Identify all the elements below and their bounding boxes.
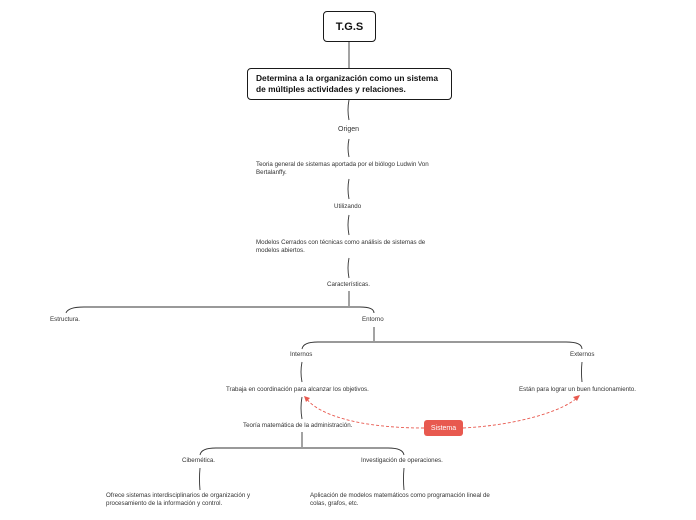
connector-main-origen	[347, 99, 350, 121]
node-internos[interactable]: Internos	[290, 351, 313, 358]
connector-origen-teoria	[347, 138, 350, 158]
node-cibernetica[interactable]: Cibernética.	[182, 457, 216, 464]
node-utilizando[interactable]: Utilizando	[334, 203, 362, 210]
connector-caracteristicas-branch	[65, 306, 375, 314]
node-caracteristicas[interactable]: Características.	[327, 281, 370, 288]
connector-investigacion-aplicacion	[403, 467, 405, 491]
connector-trabaja-teoria	[300, 396, 303, 420]
node-entorno[interactable]: Entorno	[362, 316, 384, 323]
relationship-curve-right	[462, 396, 579, 429]
root-topic-label: T.G.S	[335, 20, 364, 33]
connector-teoria-branch	[199, 447, 405, 456]
relationship-curve-left	[305, 397, 425, 429]
node-teoria-matematica[interactable]: Teoría matemática de la administración.	[243, 422, 353, 429]
node-modelos-cerrados[interactable]: Modelos Cerrados con técnicas como análi…	[256, 239, 426, 255]
relationship-badge-sistema[interactable]: Sistema	[424, 420, 463, 436]
root-topic[interactable]: T.G.S	[323, 11, 376, 42]
node-trabaja[interactable]: Trabaja en coordinación para alcanzar lo…	[226, 386, 369, 393]
connector-entorno-branch	[301, 341, 583, 350]
relationship-label: Sistema	[430, 424, 457, 432]
connector-externos-estan	[581, 361, 583, 383]
connector-utilizando-modelos	[347, 214, 350, 236]
node-investigacion[interactable]: Investigación de operaciones.	[361, 457, 443, 464]
node-ofrece[interactable]: Ofrece sistemas interdisciplinarios de o…	[106, 492, 251, 508]
main-topic[interactable]: Determina a la organización como un sist…	[247, 68, 452, 100]
connector-modelos-caracteristicas	[347, 257, 350, 279]
node-origen[interactable]: Origen	[338, 126, 360, 133]
node-estan[interactable]: Están para lograr un buen funcionamiento…	[519, 386, 636, 393]
relationship-arrow-left	[304, 396, 310, 402]
connector-internos-trabaja	[300, 361, 303, 383]
main-topic-label: Determina a la organización como un sist…	[256, 73, 438, 94]
node-aplicacion[interactable]: Aplicación de modelos matemáticos como p…	[310, 492, 490, 508]
node-estructura[interactable]: Estructura.	[50, 316, 80, 323]
connector-cibernetica-ofrece	[199, 467, 201, 491]
connector-teoria-utilizando	[347, 178, 350, 200]
node-externos[interactable]: Externos	[570, 351, 595, 358]
node-teoria-general[interactable]: Teoria general de sistemas aportada por …	[256, 161, 429, 177]
relationship-arrow-right	[573, 395, 580, 401]
